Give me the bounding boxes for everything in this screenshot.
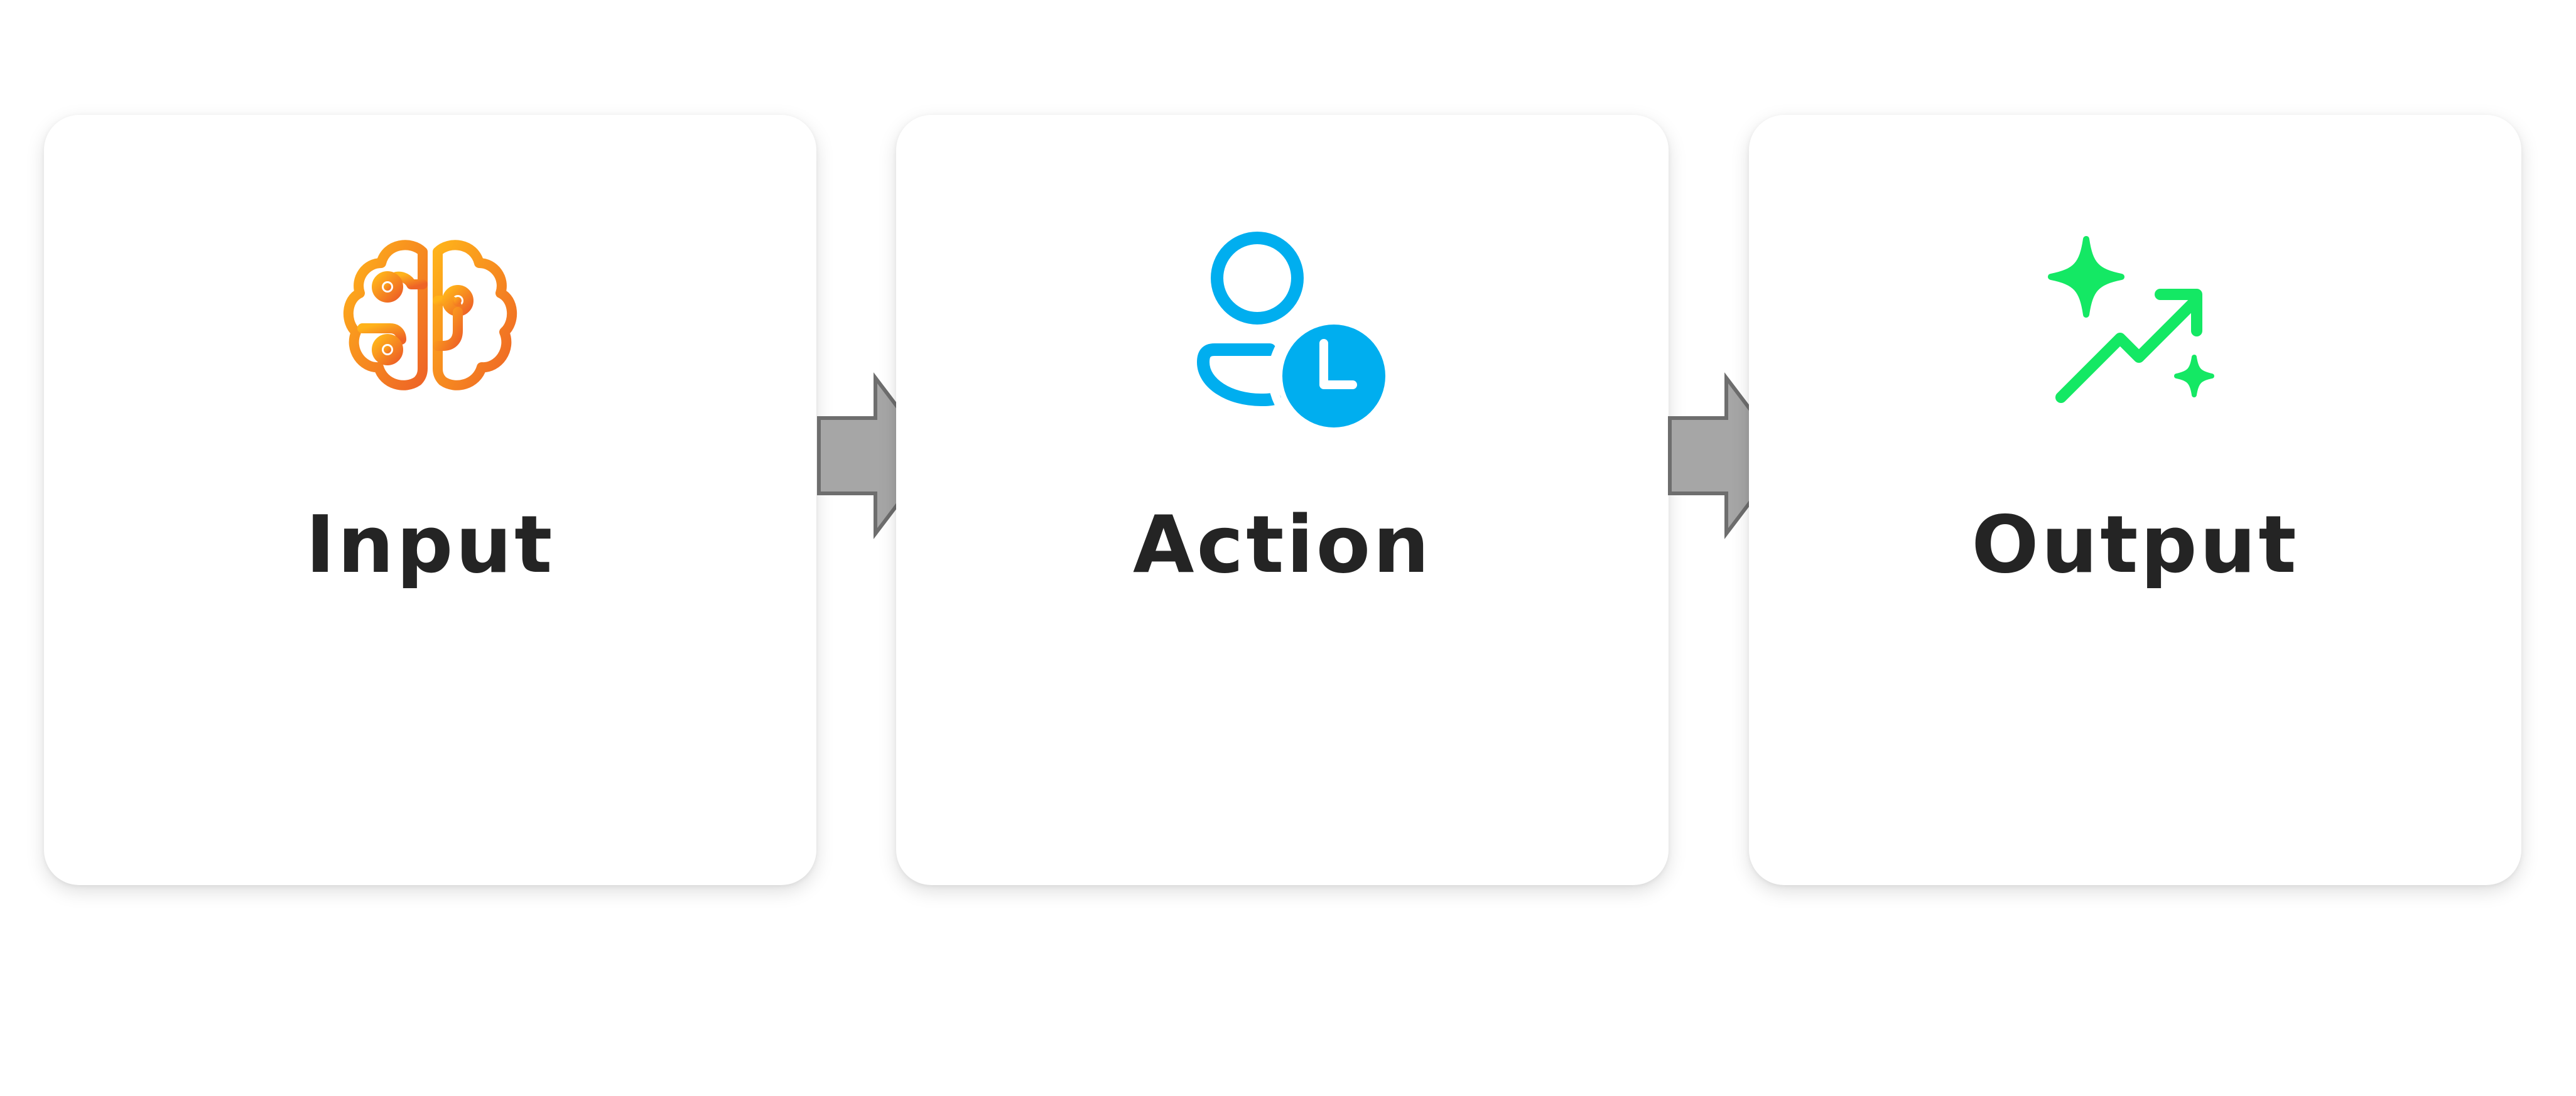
brain-circuit-icon (323, 227, 537, 440)
sparkle-trend-up-icon (2028, 227, 2242, 440)
input-step-card: Input (44, 115, 816, 885)
person-clock-icon (1176, 227, 1389, 440)
input-step-label: Input (305, 498, 555, 591)
action-step-label: Action (1133, 498, 1432, 591)
output-step-card: Output (1749, 115, 2521, 885)
output-step-label: Output (1971, 498, 2299, 591)
action-step-card: Action (896, 115, 1669, 885)
